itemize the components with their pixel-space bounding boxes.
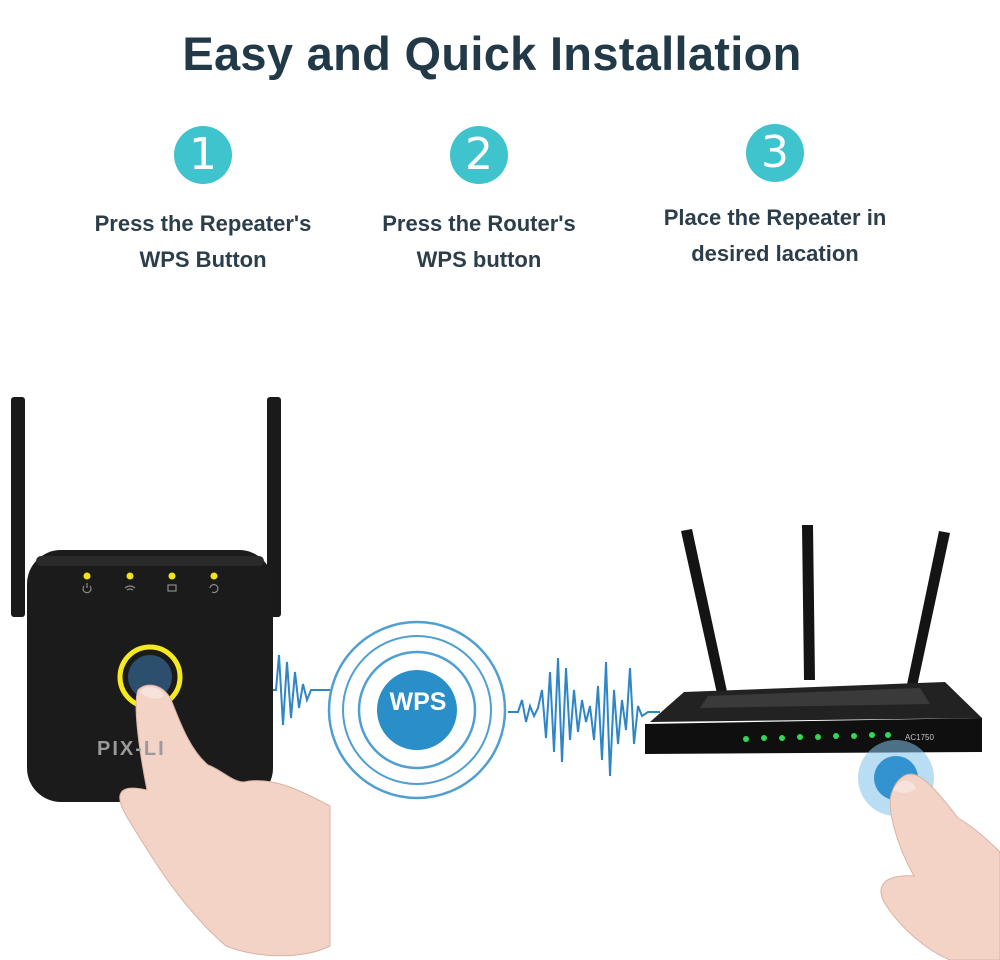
repeater-led-power [83,572,91,580]
step-1-text: Press the Repeater's WPS Button [94,211,312,272]
page-title: Easy and Quick Installation [182,27,802,80]
step-1: 1 Press the Repeater's WPS Button [53,126,353,278]
wps-ring-middle [342,635,492,785]
step-2-text: Press the Router's WPS button [382,211,576,272]
router-model-label: AC1750 [905,733,934,742]
signal-wave-left [270,654,330,726]
step-2-number: 2 [450,126,508,184]
repeater-led-lan [168,572,176,580]
step-2: 2 Press the Router's WPS button [329,126,629,278]
router-top-stripe [700,688,930,708]
router-antenna-middle [802,525,815,680]
repeater-fingernail [140,687,164,699]
repeater-led-icons [82,583,219,594]
wps-badge-label: WPS [389,688,447,716]
step-1-number: 1 [174,126,232,184]
wps-ring-outer [327,620,507,800]
repeater-hand [119,684,331,957]
wps-ring-inner [357,650,477,770]
step-3-number: 3 [746,124,804,182]
router-antenna-right [905,531,950,696]
installation-illustration [11,397,1000,960]
wps-badge-icon [377,670,457,750]
repeater-led-wifi [126,572,134,580]
signal-wave-right [508,657,660,777]
router-leds [743,732,891,742]
repeater-highlight [36,556,264,566]
repeater-antenna-right [267,397,281,617]
repeater-antenna-left [11,397,25,617]
router-hand [880,773,1000,960]
router-antenna-left [681,529,728,698]
repeater-brand-label: PIX-LI [97,738,166,760]
step-3-text: Place the Repeater in desired lacation [663,205,887,266]
step-3: 3 Place the Repeater in desired lacation [625,124,925,272]
router-fingernail [893,780,916,793]
repeater-led-wps [210,572,218,580]
